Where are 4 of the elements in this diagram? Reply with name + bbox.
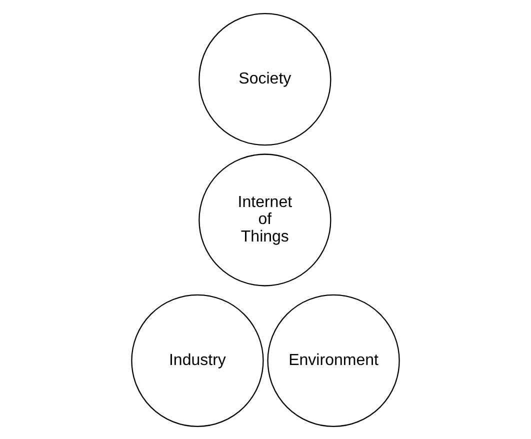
node-circle: Society bbox=[198, 12, 332, 146]
node-circle: Internet of Things bbox=[198, 153, 332, 286]
node-circle: Industry bbox=[131, 294, 264, 426]
node-circle: Environment bbox=[267, 294, 400, 426]
